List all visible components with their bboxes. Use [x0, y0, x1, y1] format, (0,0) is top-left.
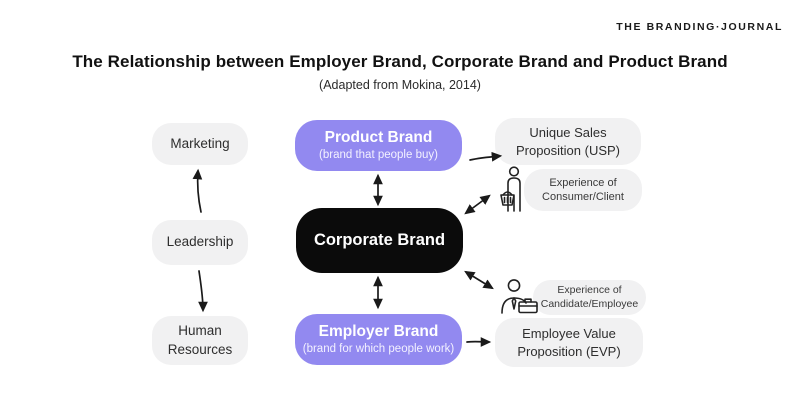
human-resources-label: Human Resources	[167, 323, 233, 357]
usp-box: Unique Sales Proposition (USP)	[495, 118, 641, 165]
branding-journal-logo: THE BRANDING·JOURNAL	[616, 21, 783, 33]
arrow-corporate-consumer	[464, 194, 491, 215]
human-resources-box: Human Resources	[152, 316, 248, 365]
arrow-leadership-to-hr	[198, 270, 208, 313]
employer-brand-box: Employer Brand (brand for which people w…	[295, 314, 462, 365]
arrow-leadership-to-marketing	[192, 168, 203, 213]
marketing-box: Marketing	[152, 123, 248, 165]
leadership-box: Leadership	[152, 220, 248, 265]
candidate-experience-box: Experience of Candidate/Employee	[533, 280, 646, 315]
shopper-with-basket-icon	[500, 166, 521, 212]
evp-label: Employee Value Proposition (EVP)	[517, 325, 621, 359]
employee-with-briefcase-icon	[501, 279, 538, 314]
arrow-corporate-candidate	[464, 270, 494, 290]
employer-brand-subtitle: (brand for which people work)	[302, 343, 455, 356]
product-brand-subtitle: (brand that people buy)	[319, 149, 438, 162]
usp-label: Unique Sales Proposition (USP)	[515, 124, 621, 158]
employer-brand-title: Employer Brand	[318, 322, 439, 340]
corporate-brand-title: Corporate Brand	[313, 231, 446, 249]
product-brand-title: Product Brand	[324, 128, 433, 146]
product-brand-box: Product Brand (brand that people buy)	[295, 120, 462, 171]
consumer-experience-box: Experience of Consumer/Client	[524, 169, 642, 211]
candidate-experience-label: Experience of Candidate/Employee	[540, 283, 639, 310]
evp-box: Employee Value Proposition (EVP)	[495, 318, 643, 367]
arrow-product-to-usp	[469, 151, 503, 162]
consumer-experience-label: Experience of Consumer/Client	[542, 176, 624, 203]
page-subtitle: (Adapted from Mokina, 2014)	[319, 78, 481, 92]
page-title: The Relationship between Employer Brand,…	[72, 52, 728, 71]
leadership-label: Leadership	[166, 234, 234, 250]
marketing-label: Marketing	[170, 135, 230, 151]
corporate-brand-box: Corporate Brand	[296, 208, 463, 273]
